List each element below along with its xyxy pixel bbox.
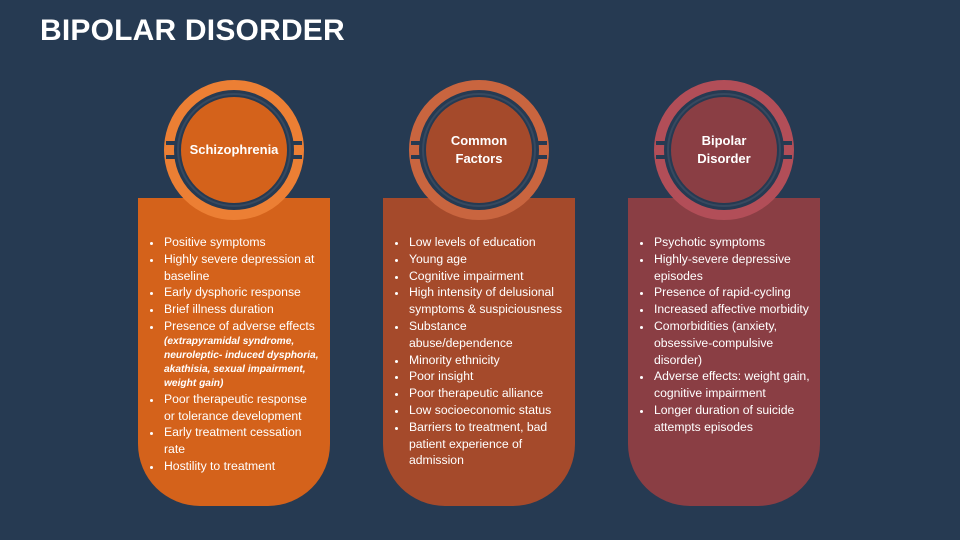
list-item: Barriers to treatment, bad patient exper…	[407, 419, 565, 469]
list-item: Comorbidities (anxiety, obsessive-compul…	[652, 318, 810, 368]
list-item: Presence of adverse effects (extrapyramid…	[162, 318, 320, 391]
list-item: Positive symptoms	[162, 234, 320, 251]
list-item: Low socioeconomic status	[407, 402, 565, 419]
ring-notch	[288, 129, 302, 171]
list-item: Adverse effects: weight gain, cognitive …	[652, 368, 810, 402]
card-bipolar-disorder: Psychotic symptoms Highly-severe depress…	[628, 198, 820, 506]
column-heading: Common Factors	[450, 133, 508, 166]
ring-notch	[656, 129, 670, 171]
list-item: Poor therapeutic response or tolerance d…	[162, 391, 320, 425]
heading-circle: Schizophrenia	[179, 95, 289, 205]
heading-circle: Common Factors	[424, 95, 534, 205]
heading-ring: Common Factors	[409, 80, 549, 220]
list-item: Hostility to treatment	[162, 458, 320, 475]
ring-notch	[778, 129, 792, 171]
list-item: Early dysphoric response	[162, 284, 320, 301]
list-item: Early treatment cessation rate	[162, 424, 320, 458]
list-item: Longer duration of suicide attempts epis…	[652, 402, 810, 436]
column-bipolar-disorder: Psychotic symptoms Highly-severe depress…	[628, 80, 820, 510]
ring-notch	[411, 129, 425, 171]
list-item: Brief illness duration	[162, 301, 320, 318]
column-schizophrenia: Positive symptoms Highly severe depressi…	[138, 80, 330, 510]
column-heading: Schizophrenia	[189, 142, 279, 157]
list-item: Highly-severe depressive episodes	[652, 251, 810, 285]
list-item: Low levels of education	[407, 234, 565, 251]
card-common-factors: Low levels of education Young age Cognit…	[383, 198, 575, 506]
list-item: Poor therapeutic alliance	[407, 385, 565, 402]
list-item: Young age	[407, 251, 565, 268]
list-item: Cognitive impairment	[407, 268, 565, 285]
column-heading: Bipolar Disorder	[697, 133, 751, 166]
list-item: Highly severe depression at baseline	[162, 251, 320, 285]
item-list: Positive symptoms Highly severe depressi…	[148, 234, 320, 475]
list-item: Poor insight	[407, 368, 565, 385]
heading-circle: Bipolar Disorder	[669, 95, 779, 205]
list-item: Minority ethnicity	[407, 352, 565, 369]
column-common-factors: Low levels of education Young age Cognit…	[383, 80, 575, 510]
heading-ring: Bipolar Disorder	[654, 80, 794, 220]
heading-ring: Schizophrenia	[164, 80, 304, 220]
item-list: Psychotic symptoms Highly-severe depress…	[638, 234, 810, 436]
list-item-note: (extrapyramidal syndrome, neuroleptic- i…	[164, 335, 319, 389]
list-item: Presence of rapid-cycling	[652, 284, 810, 301]
list-item: Psychotic symptoms	[652, 234, 810, 251]
list-item-text: Presence of adverse effects	[164, 318, 315, 333]
card-schizophrenia: Positive symptoms Highly severe depressi…	[138, 198, 330, 506]
list-item: Substance abuse/dependence	[407, 318, 565, 352]
list-item: High intensity of delusional symptoms & …	[407, 284, 565, 318]
list-item: Increased affective morbidity	[652, 301, 810, 318]
ring-notch	[166, 129, 180, 171]
ring-notch	[533, 129, 547, 171]
page-title: BIPOLAR DISORDER	[40, 14, 345, 47]
item-list: Low levels of education Young age Cognit…	[393, 234, 565, 469]
